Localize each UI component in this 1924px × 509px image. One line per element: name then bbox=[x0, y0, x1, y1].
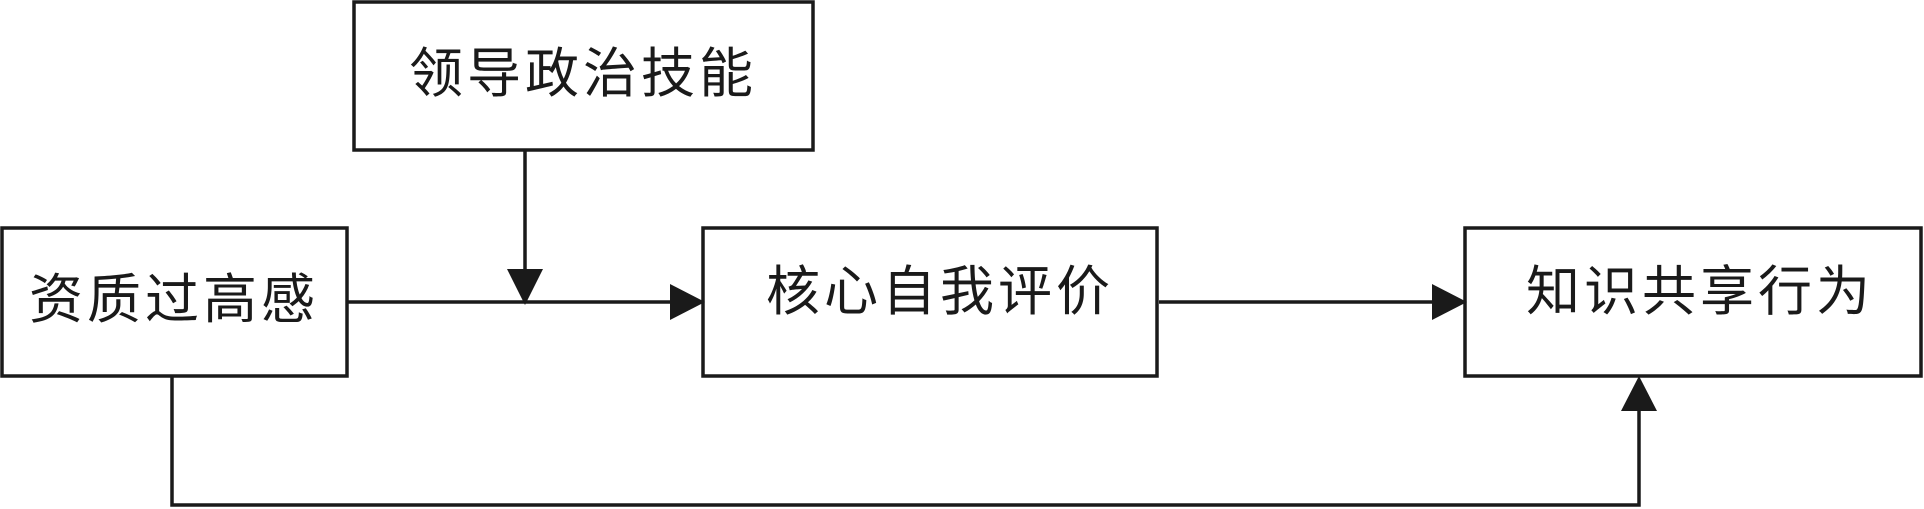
arrowhead-moderation bbox=[507, 269, 543, 305]
political-skill-box bbox=[352, 0, 815, 152]
core-self-evaluation-box bbox=[701, 226, 1159, 378]
edge-overqualification-to-knowledge-sharing bbox=[170, 376, 1641, 507]
arrowhead-to-knowledge-sharing bbox=[1432, 284, 1467, 320]
arrowhead-direct-to-knowledge-sharing bbox=[1621, 376, 1657, 411]
overqualification-label: 资质过高感 bbox=[29, 268, 319, 331]
knowledge-sharing-box bbox=[1463, 226, 1923, 378]
arrowhead-to-cse bbox=[670, 284, 705, 320]
overqualification-box bbox=[0, 226, 349, 378]
political-skill-label: 领导政治技能 bbox=[409, 42, 757, 105]
knowledge-sharing-label: 知识共享行为 bbox=[1526, 260, 1874, 323]
core-self-evaluation-label: 核心自我评价 bbox=[766, 260, 1114, 323]
